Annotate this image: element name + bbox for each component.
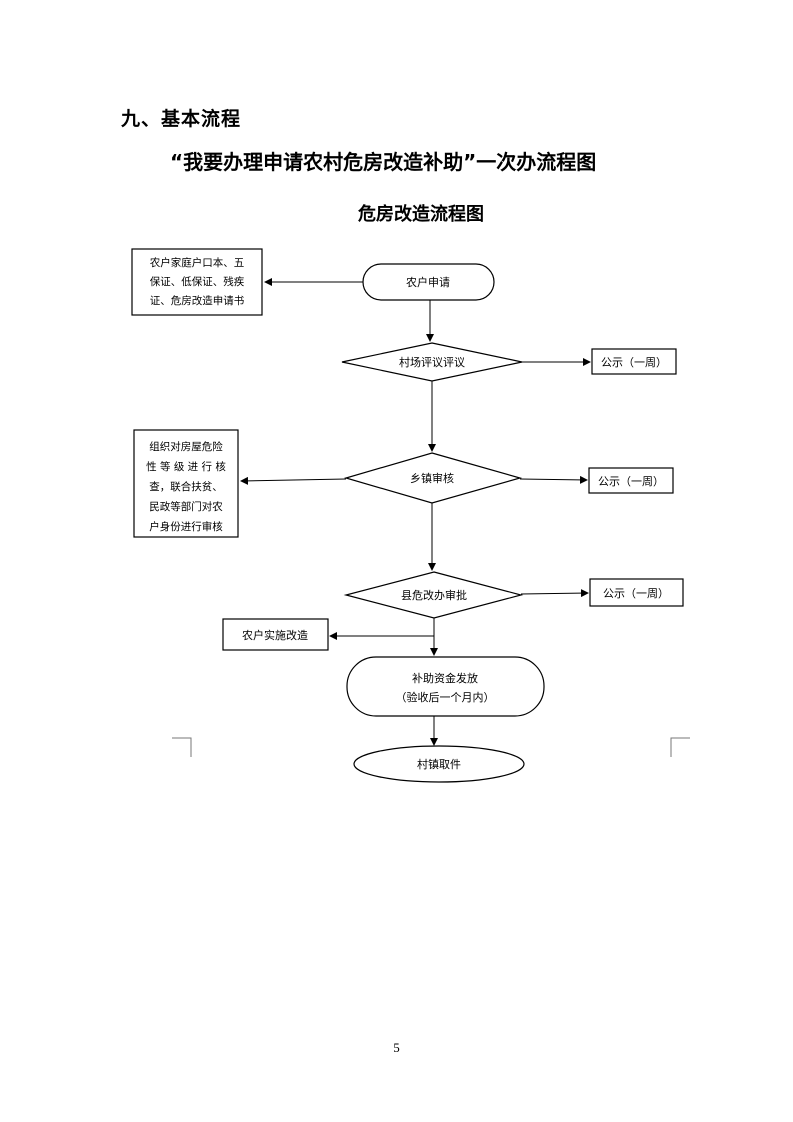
node-publicity-1: 公示（一周） — [591, 348, 677, 375]
section-heading: 九、基本流程 — [121, 108, 242, 130]
node-publicity-3: 公示（一周） — [589, 578, 684, 607]
documents-line-3: 证、危房改造申请书 — [150, 294, 245, 307]
documents-line-2: 保证、低保证、残疾 — [150, 275, 245, 288]
page-number: 5 — [393, 1040, 400, 1055]
subsidy-release-line-2: （验收后一个月内） — [396, 690, 495, 704]
node-farmer-apply: 农户申请 — [362, 263, 495, 301]
township-note-line-4: 民政等部门对农 — [149, 500, 223, 513]
node-publicity-2: 公示（一周） — [588, 467, 674, 494]
node-county-approval-label: 县危改办审批 — [401, 588, 467, 602]
document-title: “我要办理申请农村危房改造补助”一次办流程图 — [170, 150, 597, 174]
node-village-pickup: 村镇取件 — [353, 745, 525, 783]
township-note-line-1: 组织对房屋危险 — [149, 440, 223, 453]
publicity-3-label: 公示（一周） — [603, 587, 669, 600]
node-farmer-apply-label: 农户申请 — [406, 275, 450, 289]
publicity-1-label: 公示（一周） — [601, 356, 667, 369]
node-village-review-label: 村场评议评议 — [399, 355, 465, 369]
township-note-line-5: 户身份进行审核 — [149, 520, 223, 533]
corner-mark-left — [172, 737, 192, 757]
node-township-review: 乡镇审核 — [343, 452, 523, 504]
arrow-to-publicity-3 — [520, 589, 589, 598]
flowchart-title: 危房改造流程图 — [358, 204, 484, 225]
arrow-to-publicity-2 — [519, 475, 588, 484]
node-county-approval: 县危改办审批 — [343, 571, 524, 619]
arrow-to-township-note — [240, 476, 347, 485]
subsidy-release-line-1: 补助资金发放 — [412, 671, 478, 685]
corner-mark-right — [670, 737, 690, 757]
node-village-review: 村场评议评议 — [341, 342, 523, 382]
node-documents: 农户家庭户口本、五 保证、低保证、残疾 证、危房改造申请书 — [131, 248, 263, 316]
node-township-verify-note: 组织对房屋危险 性 等 级 进 行 核 查，联合扶贫、 民政等部门对农 户身份进… — [133, 429, 239, 538]
township-note-line-2: 性 等 级 进 行 核 — [146, 460, 226, 473]
farmer-renovate-label: 农户实施改造 — [242, 628, 308, 642]
township-note-line-3: 查，联合扶贫、 — [149, 480, 223, 493]
publicity-2-label: 公示（一周） — [598, 475, 664, 488]
node-township-review-label: 乡镇审核 — [410, 471, 454, 485]
village-pickup-label: 村镇取件 — [417, 757, 461, 771]
node-subsidy-release: 补助资金发放 （验收后一个月内） — [346, 656, 545, 717]
node-farmer-renovate: 农户实施改造 — [222, 618, 329, 651]
documents-line-1: 农户家庭户口本、五 — [150, 256, 245, 269]
